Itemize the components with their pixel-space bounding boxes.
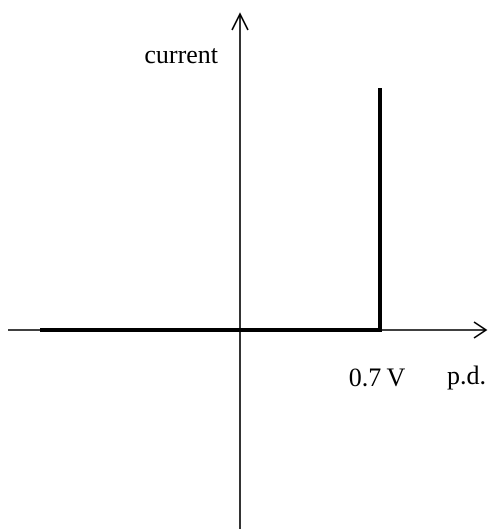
x-tick-labels: 0.7 V — [349, 363, 406, 392]
y-axis-arrowhead-icon — [231, 12, 249, 31]
series-line-0 — [40, 88, 382, 332]
axes — [8, 12, 488, 529]
x-axis-arrowhead-icon — [473, 321, 488, 339]
plot-series — [40, 88, 382, 332]
x-axis-label: p.d. — [447, 361, 486, 390]
x-tick-label-0: 0.7 V — [349, 363, 406, 392]
labels: current p.d. 0.7 V — [144, 40, 486, 392]
y-axis-label: current — [144, 40, 218, 69]
